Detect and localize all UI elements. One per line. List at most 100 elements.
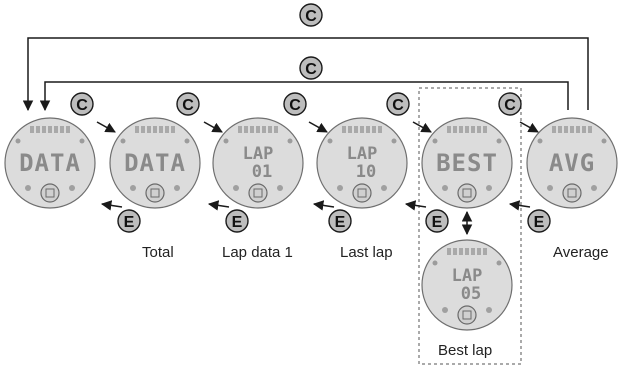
e-button-badge: E	[328, 209, 352, 233]
watch-display-text: DATA	[19, 149, 81, 177]
segment-mark	[159, 126, 163, 133]
segment-mark	[354, 126, 358, 133]
segment-mark	[274, 126, 278, 133]
subdial	[457, 183, 477, 203]
indicator-dot	[486, 307, 492, 313]
segment-mark	[576, 126, 580, 133]
best-lap-dashed-frame	[418, 87, 522, 365]
c-button-badge: C	[386, 92, 410, 116]
segment-mark	[453, 248, 457, 255]
indicator-dot	[591, 185, 597, 191]
segment-mark	[250, 126, 254, 133]
badge-circle	[527, 209, 551, 233]
caption-lap-data-1: Lap data 1	[222, 244, 293, 261]
badge-circle	[386, 92, 410, 116]
subdial	[562, 183, 582, 203]
segment-mark	[366, 126, 370, 133]
e-button-badge: E	[425, 209, 449, 233]
badge-circle	[299, 56, 323, 80]
watch-best: BEST	[421, 117, 513, 209]
c-button-badge: C	[70, 92, 94, 116]
segment-mark	[447, 248, 451, 255]
indicator-dot	[432, 138, 438, 144]
indicator-dot	[496, 260, 502, 266]
segment-mark	[588, 126, 592, 133]
segment-mark	[48, 126, 52, 133]
subdial-mark	[462, 188, 472, 198]
segment-mark	[60, 126, 64, 133]
segment-mark	[360, 126, 364, 133]
segment-mark	[558, 126, 562, 133]
badge-letter: C	[305, 8, 317, 25]
watch-display-text: DATA	[124, 149, 186, 177]
badge-letter: E	[124, 214, 135, 231]
c-button-badge: C	[299, 56, 323, 80]
segment-mark	[256, 126, 260, 133]
indicator-dot	[486, 185, 492, 191]
subdial-mark	[253, 188, 263, 198]
segment-mark	[483, 126, 487, 133]
badge-letter: C	[182, 97, 194, 114]
segment-mark	[471, 248, 475, 255]
watch-data-1: DATA	[4, 117, 96, 209]
badge-circle	[117, 209, 141, 233]
outer-e-loop-line	[22, 37, 589, 112]
segment-mark	[147, 126, 151, 133]
badge-letter: E	[534, 214, 545, 231]
segment-mark	[66, 126, 70, 133]
indicator-dot	[432, 260, 438, 266]
segment-mark	[135, 126, 139, 133]
segment-mark	[244, 126, 248, 133]
subdial-mark	[45, 188, 55, 198]
backward-e-arrows	[100, 200, 531, 211]
segment-mark	[459, 248, 463, 255]
subdial	[352, 183, 372, 203]
indicator-dot	[496, 138, 502, 144]
segment-mark	[372, 126, 376, 133]
segment-mark	[262, 126, 266, 133]
indicator-dot	[381, 185, 387, 191]
badge-circle	[328, 209, 352, 233]
watch-avg: AVG	[526, 117, 618, 209]
segment-mark	[141, 126, 145, 133]
watch-display-text: 01	[252, 162, 272, 182]
indicator-dot	[79, 138, 85, 144]
segment-mark	[342, 126, 346, 133]
indicator-dot	[337, 185, 343, 191]
subdial	[145, 183, 165, 203]
subdial-mark	[150, 188, 160, 198]
segment-mark	[570, 126, 574, 133]
segment-mark	[36, 126, 40, 133]
segment-mark	[552, 126, 556, 133]
indicator-dot	[25, 185, 31, 191]
caption-best-lap: Best lap	[438, 342, 493, 359]
segment-mark	[30, 126, 34, 133]
segment-mark	[238, 126, 242, 133]
badge-circle	[425, 209, 449, 233]
segment-mark	[477, 248, 481, 255]
c-button-badge: C	[498, 92, 522, 116]
indicator-dot	[130, 185, 136, 191]
c-button-badge: C	[299, 3, 323, 27]
indicator-dot	[547, 185, 553, 191]
inner-c-loop-line	[39, 81, 569, 112]
indicator-dot	[601, 138, 607, 144]
segment-mark	[54, 126, 58, 133]
badge-letter: E	[432, 214, 443, 231]
indicator-dot	[233, 185, 239, 191]
segment-mark	[348, 126, 352, 133]
segment-mark	[42, 126, 46, 133]
badge-circle	[299, 3, 323, 27]
indicator-dot	[69, 185, 75, 191]
segment-mark	[477, 126, 481, 133]
segment-mark	[268, 126, 272, 133]
watch-display-text: LAP	[347, 144, 378, 164]
indicator-dot	[442, 185, 448, 191]
segment-mark	[582, 126, 586, 133]
watch-display-text: LAP	[243, 144, 274, 164]
subdial	[248, 183, 268, 203]
subdial	[457, 305, 477, 325]
